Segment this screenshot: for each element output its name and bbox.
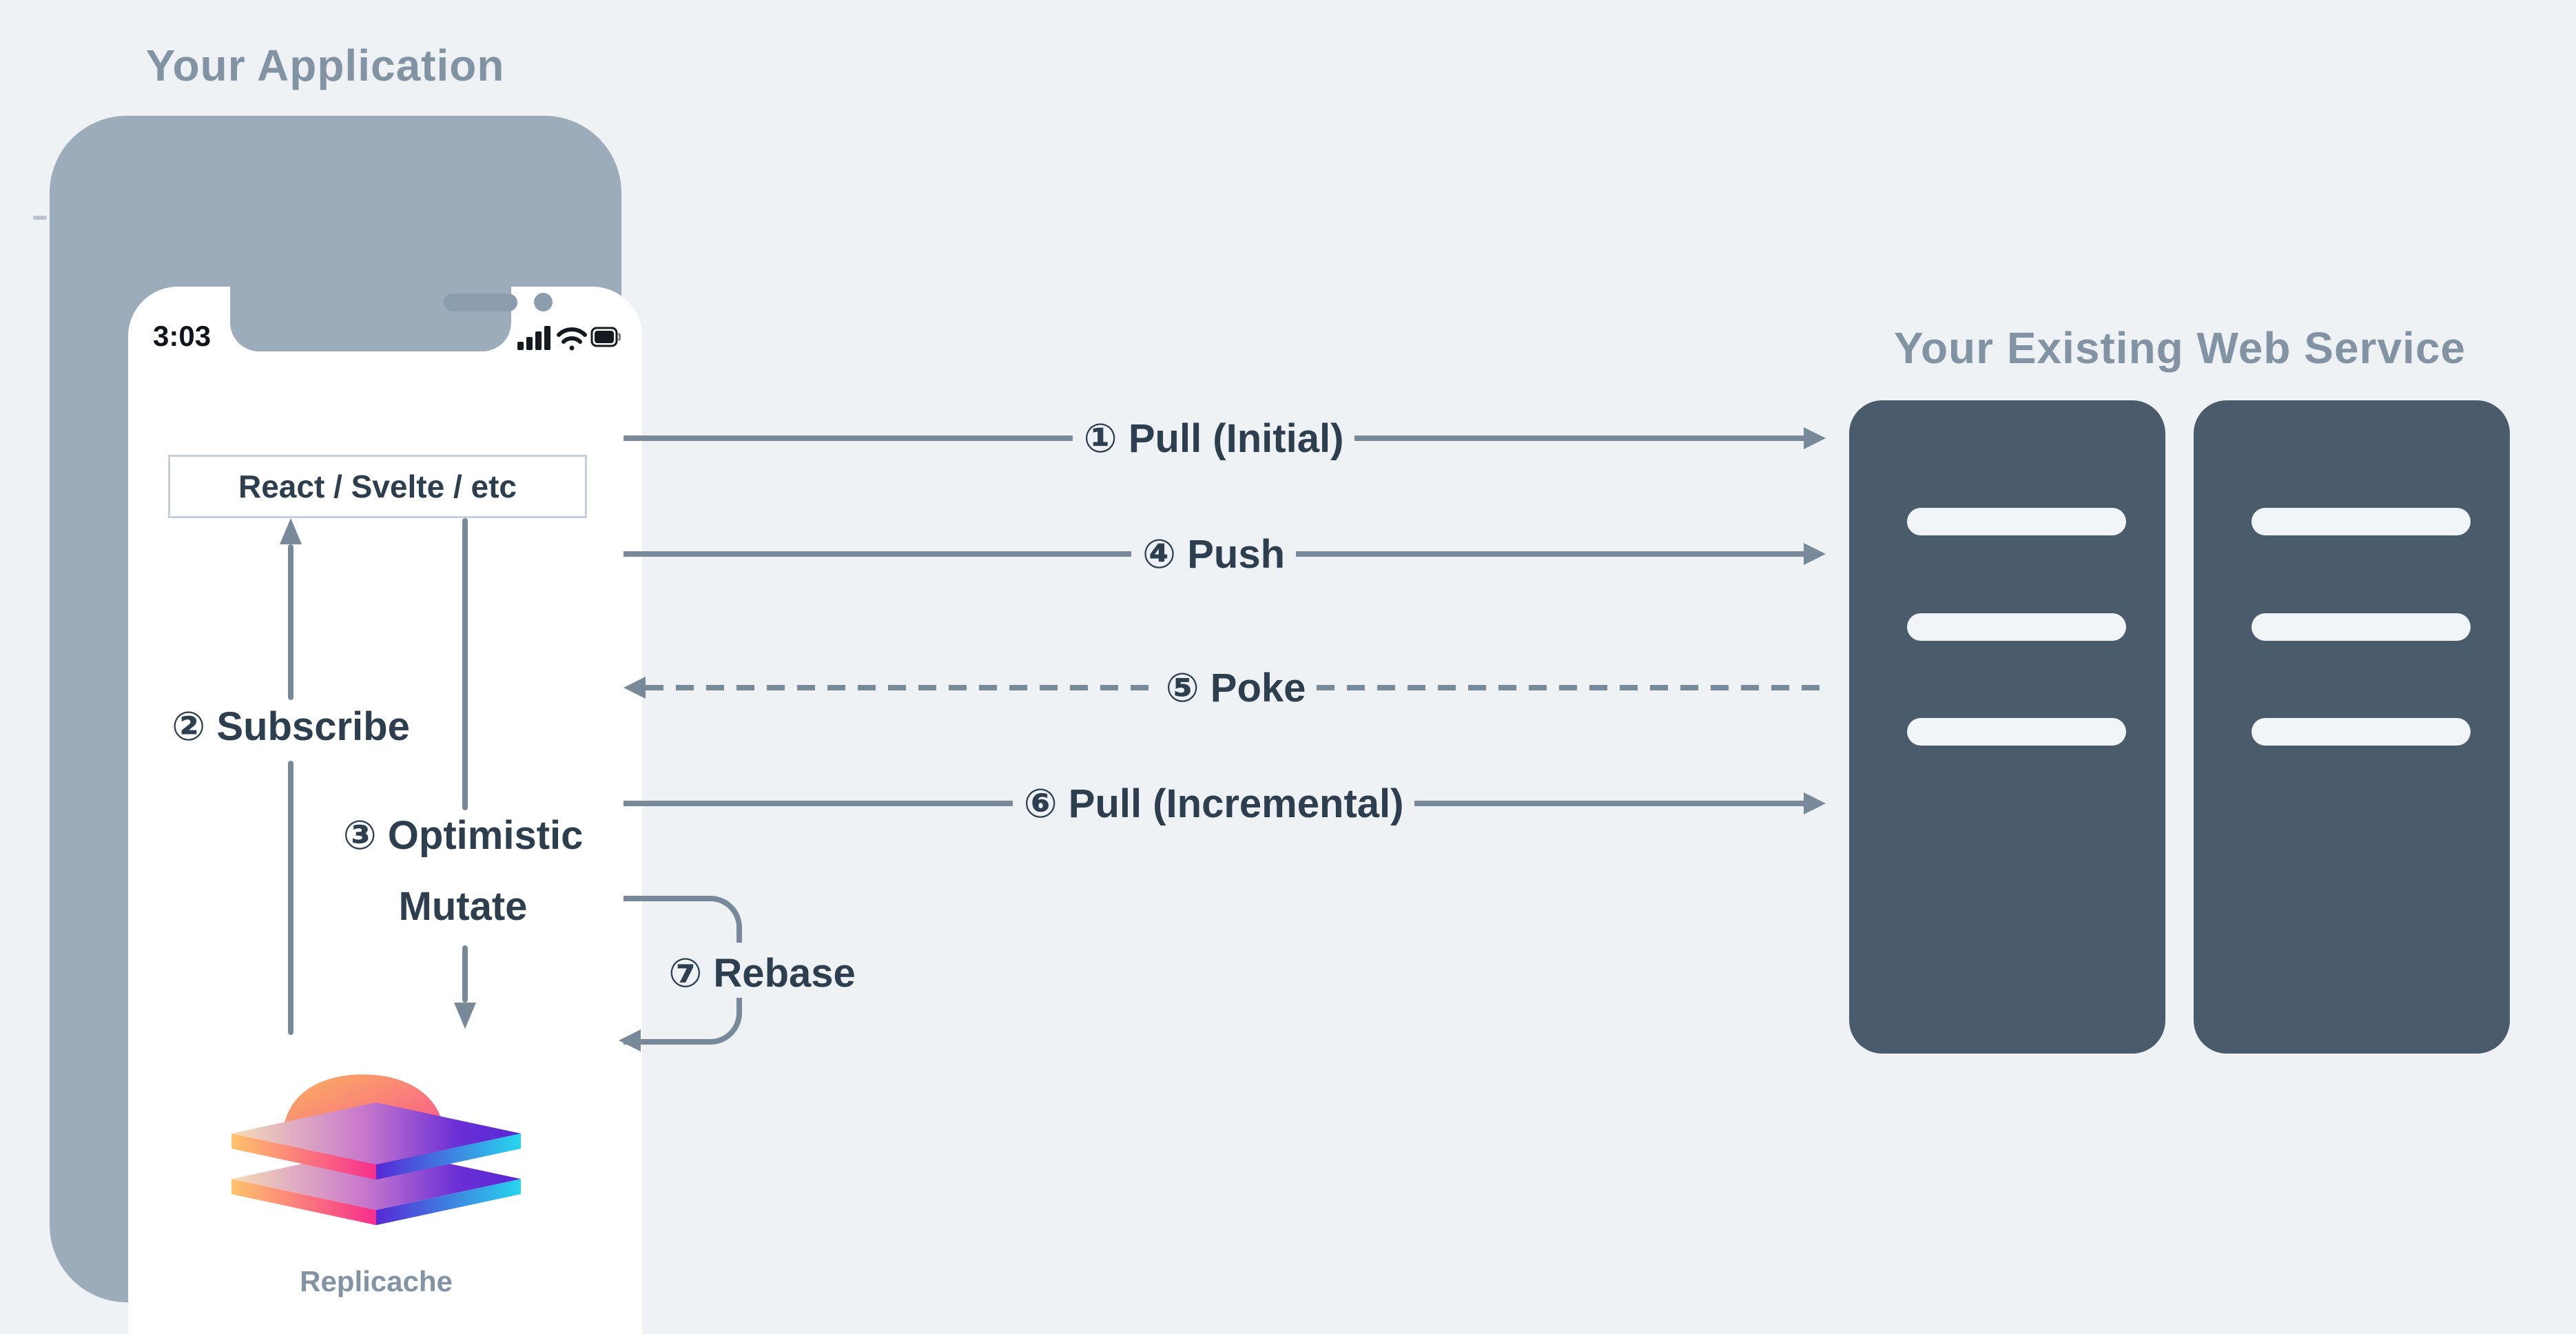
arrowhead-left-icon <box>619 1029 641 1051</box>
phone-notch <box>230 287 553 351</box>
phone-screen: 3:03 <box>128 287 642 1334</box>
rebase-loop-bottom <box>624 998 742 1045</box>
subscribe-line-lower <box>288 761 293 1035</box>
flow-pull-incremental-label: ⑥ Pull (Incremental) <box>1023 781 1404 826</box>
server-tower-right <box>2194 400 2510 1054</box>
flow-dashed-line <box>646 685 1155 690</box>
server-slot <box>2252 613 2471 641</box>
mutate-line-lower <box>462 945 468 1003</box>
framework-box: React / Svelte / etc <box>168 455 587 518</box>
arrowhead-up-icon <box>280 518 302 544</box>
optimistic-mutate-label-line2: Mutate <box>398 884 528 929</box>
flow-dashed-line <box>1317 685 1826 690</box>
server-tower-left <box>1849 400 2165 1054</box>
flow-pull-incremental: ⑥ Pull (Incremental) <box>624 776 1826 831</box>
flow-push-label: ④ Push <box>1142 532 1286 577</box>
flow-poke-label: ⑤ Poke <box>1165 666 1306 710</box>
flow-line <box>624 435 1073 441</box>
optimistic-mutate-label-line1: ③ Optimistic <box>342 813 584 858</box>
signal-icon <box>517 326 550 350</box>
flow-poke: ⑤ Poke <box>624 660 1826 715</box>
phone-frame: 3:03 <box>50 116 642 1334</box>
status-clock: 3:03 <box>153 320 212 352</box>
stray-mark <box>33 216 47 220</box>
web-service-title: Your Existing Web Service <box>1894 323 2466 373</box>
framework-box-label: React / Svelte / etc <box>238 469 517 504</box>
arrowhead-right-icon <box>1804 543 1826 565</box>
application-title: Your Application <box>145 41 505 90</box>
flow-line <box>624 801 1013 806</box>
flow-line <box>1414 801 1804 806</box>
subscribe-label: ② Subscribe <box>172 704 410 749</box>
arrowhead-right-icon <box>1804 427 1826 449</box>
rebase-label: ⑦ Rebase <box>668 951 856 996</box>
server-slot <box>1907 508 2126 535</box>
server-slot <box>1907 718 2126 746</box>
wifi-icon <box>557 327 587 351</box>
server-slot <box>2252 508 2471 535</box>
battery-icon <box>590 327 621 347</box>
arrowhead-left-icon <box>624 677 646 699</box>
subscribe-line-upper <box>288 544 293 700</box>
flow-line <box>624 551 1131 557</box>
flow-pull-initial: ① Pull (Initial) <box>624 411 1826 466</box>
camera-icon <box>534 293 553 311</box>
server-slot <box>1907 613 2126 641</box>
flow-push: ④ Push <box>624 526 1826 582</box>
mutate-line-upper <box>462 518 468 810</box>
speaker-icon <box>444 294 517 311</box>
arrowhead-right-icon <box>1804 792 1826 814</box>
flow-pull-initial-label: ① Pull (Initial) <box>1083 416 1344 461</box>
status-icons <box>517 326 621 351</box>
flow-line <box>1296 551 1804 557</box>
server-slot <box>2252 718 2471 746</box>
rebase-loop-top <box>624 896 742 943</box>
replicache-logo-icon <box>231 1074 521 1225</box>
flow-line <box>1354 435 1804 441</box>
replicache-caption: Replicache <box>300 1265 453 1297</box>
arrowhead-down-icon <box>454 1003 476 1029</box>
